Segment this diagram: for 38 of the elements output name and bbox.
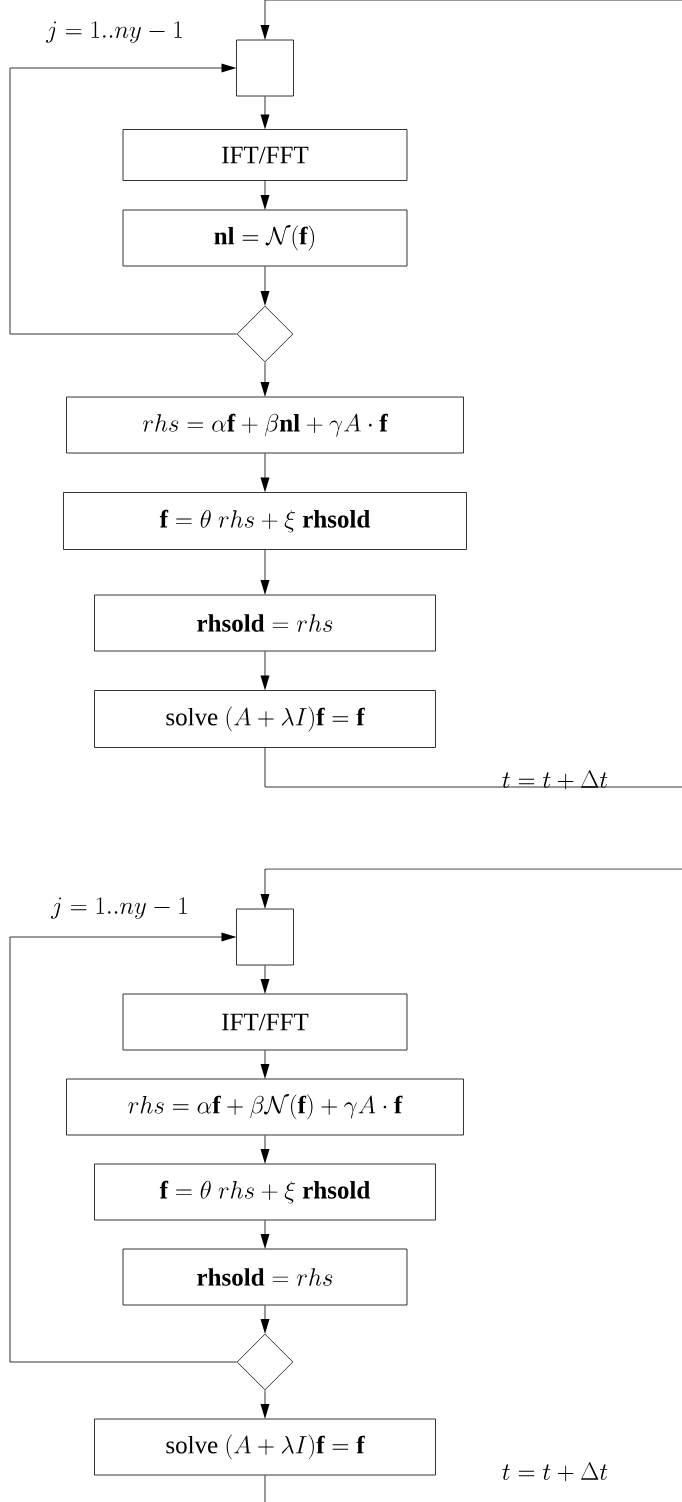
connector-line [264, 747, 682, 788]
connector-line [264, 1475, 266, 1502]
arrow [260, 965, 270, 994]
loop-arrow [9, 63, 237, 335]
process-box: $\mbox{solve }(A+\lambda I)\mathbf{f}=\mathbf{f}$ [94, 1418, 436, 1476]
process-box: $\mbox{solve }(A+\lambda I)\mathbf{f}=\mathbf{f}$ [94, 690, 436, 748]
process-box: $\mathbf{rhsold}=rhs$ [94, 594, 436, 652]
arrow [260, 180, 270, 210]
decision-diamond [236, 1333, 294, 1391]
process-box: $rhs=\alpha\mathbf{f}+\beta\mathbf{nl}+\gamma A\cdot\mathbf{f}$ [66, 396, 464, 454]
arrow [260, 549, 270, 595]
loop-label: $j=1..ny-1$ [51, 897, 187, 919]
arrow [260, 96, 270, 130]
loop-label: $j=1..ny-1$ [46, 21, 182, 43]
process-box: IFT/FFT [122, 129, 408, 181]
process-box: $\mathbf{rhsold}=rhs$ [122, 1248, 408, 1306]
process-box: $\mathbf{f}=\theta\ rhs+\xi\ \mathbf{rhsold}$ [94, 1163, 436, 1221]
arrow [260, 1305, 270, 1334]
arrow [260, 453, 270, 493]
loop-arrow [9, 932, 237, 1363]
arrow [260, 362, 270, 397]
process-box: IFT/FFT [122, 993, 408, 1051]
decision-diamond [236, 305, 294, 363]
time-step-label: $t=t+\Delta t$ [502, 770, 608, 790]
process-box: $\mathbf{nl}=\mathcal{N}(\mathbf{f})$ [122, 209, 408, 267]
empty-box [236, 39, 294, 97]
arrow [260, 1050, 270, 1079]
time-step-label: $t=t+\Delta t$ [502, 1462, 608, 1482]
arrow [260, 1135, 270, 1164]
process-box: $rhs=\alpha\mathbf{f}+\beta\mathcal{N}(\mathbf{f})+\gamma A\cdot\mathbf{f}$ [66, 1078, 464, 1136]
arrow [260, 1390, 270, 1419]
arrow [260, 651, 270, 691]
arrow [260, 1220, 270, 1249]
empty-box [236, 908, 294, 966]
arrow [260, 266, 270, 306]
process-box: $\mathbf{f}=\theta\ rhs+\xi\ \mathbf{rhsold}$ [63, 492, 467, 550]
arrow [260, 0, 682, 40]
arrow [260, 868, 682, 909]
